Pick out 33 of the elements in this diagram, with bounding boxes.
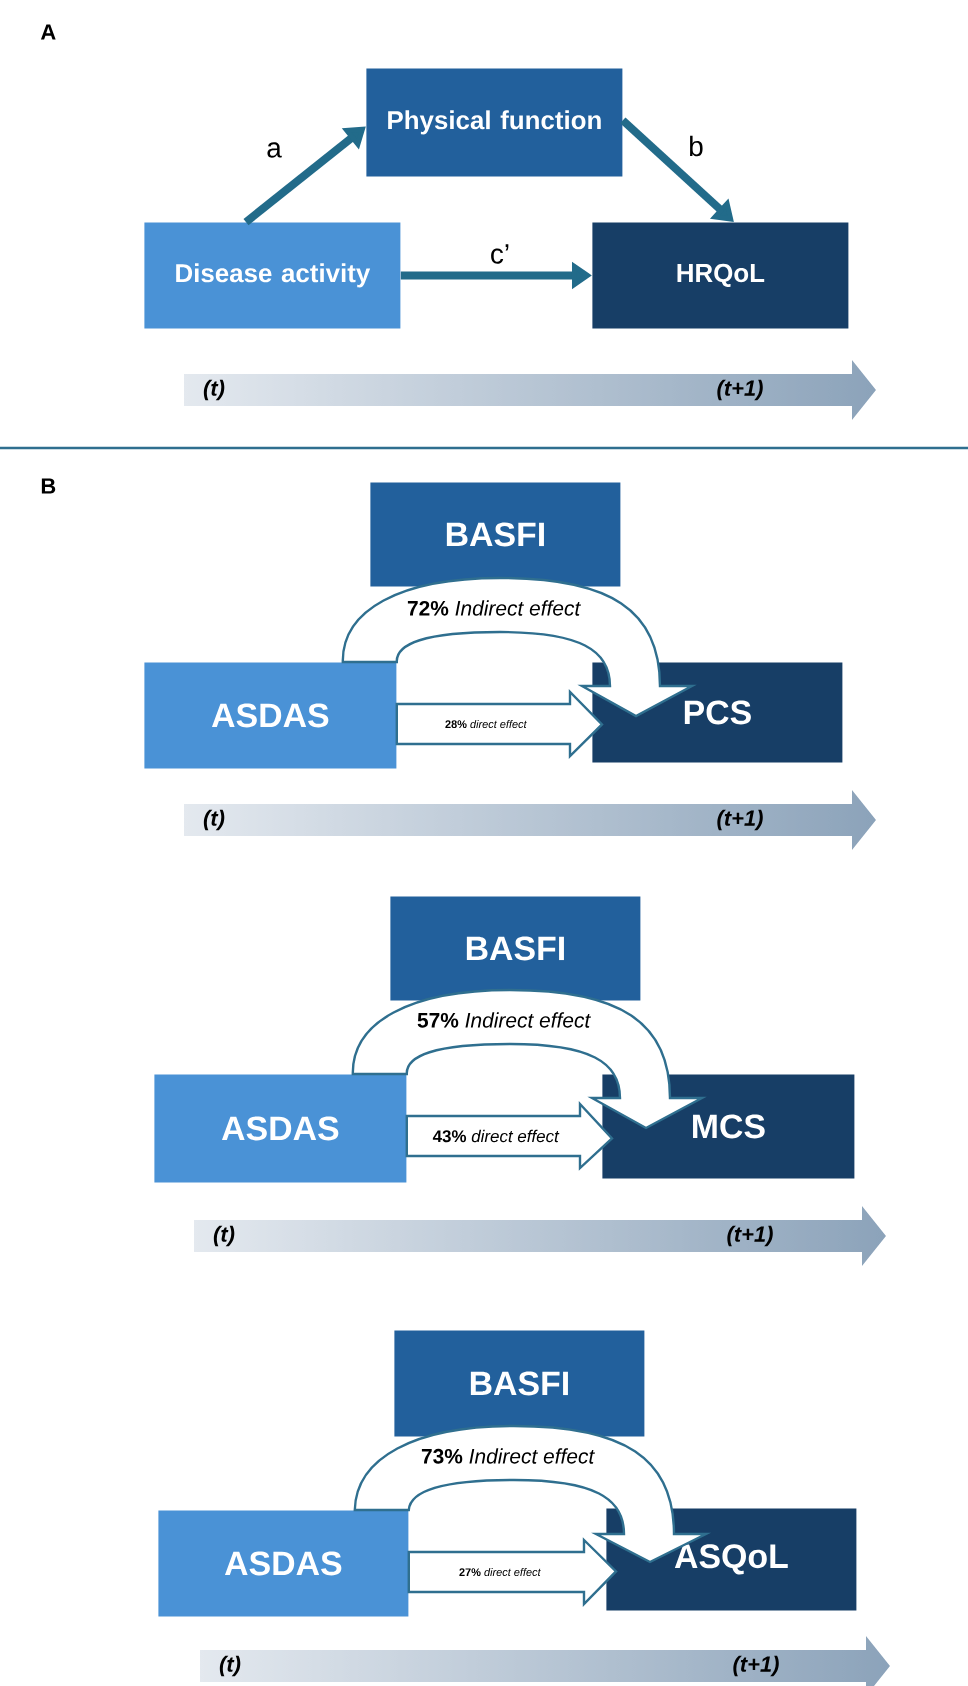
arrow [620, 117, 734, 222]
time-label: (t) [203, 379, 225, 401]
panel-label: B [41, 478, 56, 494]
block-arrow [405, 1100, 614, 1171]
time-label: (t) [219, 1655, 241, 1677]
time-label: (t) [203, 809, 225, 831]
curved-block-arrow [353, 1424, 708, 1564]
block-arrow [395, 689, 604, 759]
edge-label: 72% Indirect effect [407, 600, 581, 616]
edge-label: 57% Indirect effect [417, 1012, 591, 1028]
edge-label: a [267, 142, 282, 158]
time-label: (t+1) [727, 1225, 773, 1247]
curved-block-arrow [351, 988, 704, 1130]
block-arrow [407, 1537, 618, 1607]
variable-box: BASFI [370, 482, 621, 587]
variable-box: BASFI [390, 896, 641, 1001]
time-label: (t+1) [733, 1655, 779, 1677]
time-label: (t+1) [717, 379, 763, 401]
edge-label: 43% direct effect [432, 1129, 560, 1143]
curved-block-arrow [341, 576, 694, 718]
variable-box: Disease activity [144, 222, 401, 329]
edge-label: b [690, 135, 703, 157]
edge-label: 73% Indirect effect [421, 1448, 595, 1464]
edge-label: c’ [491, 244, 509, 264]
variable-box: HRQoL [592, 222, 849, 329]
variable-box: ASDAS [158, 1510, 409, 1617]
variable-box: ASDAS [144, 662, 397, 769]
time-label: (t+1) [717, 809, 763, 831]
variable-box: Physical function [366, 68, 623, 177]
variable-box: ASDAS [154, 1074, 407, 1183]
time-label: (t) [213, 1225, 235, 1247]
panel-label: A [40, 24, 56, 40]
variable-box: BASFI [394, 1330, 645, 1437]
